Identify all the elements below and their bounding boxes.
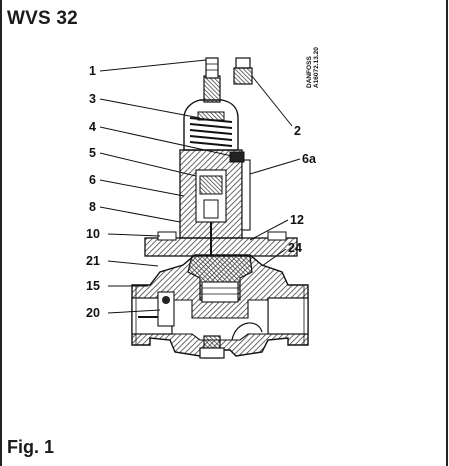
frame-right-border [446, 0, 448, 466]
callout-2: 2 [294, 124, 301, 138]
valve-bonnet-flange [144, 231, 298, 303]
valve-body [131, 254, 309, 359]
section-title: WVS 32 [7, 8, 78, 29]
credit-line-2: A16072.13.20 [313, 47, 320, 88]
callout-labels: 1 2 3 4 5 6 6a 8 10 12 21 24 15 20 [86, 64, 317, 320]
callout-15: 15 [86, 279, 100, 293]
callout-12: 12 [290, 213, 304, 227]
callout-5: 5 [89, 146, 96, 160]
pilot-housing [179, 57, 251, 256]
figure-caption: Fig. 1 [7, 437, 55, 457]
callout-1: 1 [89, 64, 96, 78]
callout-6a: 6a [302, 152, 317, 166]
callout-4: 4 [89, 120, 96, 134]
callout-20: 20 [86, 306, 100, 320]
callout-24: 24 [288, 241, 302, 255]
callout-6: 6 [89, 173, 96, 187]
callout-8: 8 [89, 200, 96, 214]
frame-left-border [0, 0, 2, 466]
drawing-credit: DANFOSS A16072.13.20 [306, 47, 320, 88]
callout-3: 3 [89, 92, 96, 106]
credit-line-1: DANFOSS [306, 56, 313, 88]
callout-21: 21 [86, 254, 100, 268]
protective-cap [233, 57, 253, 85]
callout-10: 10 [86, 227, 100, 241]
leader-lines [99, 59, 301, 314]
